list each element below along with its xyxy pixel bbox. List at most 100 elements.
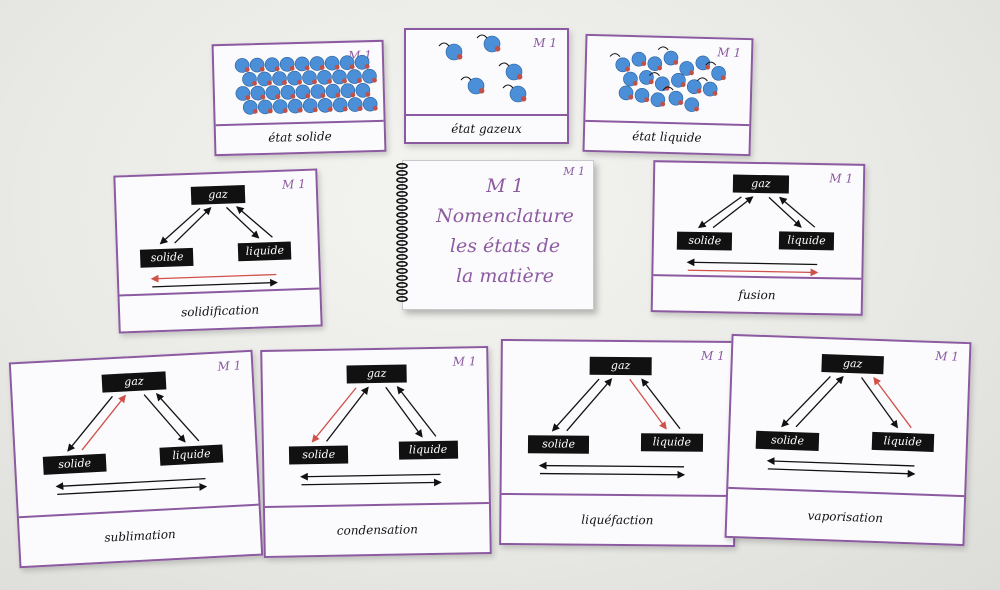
- particle-atom: [319, 65, 325, 71]
- particle-atom: [282, 80, 287, 86]
- arrow-liquid-to-gas: [396, 385, 437, 437]
- gas-label-box: gaz: [101, 371, 167, 393]
- arrow-solid-to-gas: [795, 375, 844, 428]
- particle-atom: [335, 92, 341, 98]
- solid-label-box: solide: [140, 247, 194, 268]
- particle-atom: [680, 82, 686, 88]
- particle-atom: [364, 63, 370, 69]
- spiral-coil: [396, 254, 408, 261]
- state-card-solid: M 1 état solide: [211, 39, 387, 157]
- motion-arrow: [705, 61, 717, 66]
- particle-atom: [456, 54, 463, 60]
- card-caption: liquéfaction: [581, 512, 654, 528]
- phase-diagram: [766, 375, 916, 478]
- arrow-gas-to-solid: [551, 378, 600, 432]
- particle-atom: [327, 78, 332, 84]
- arrow-gas-to-liquid: [768, 196, 802, 228]
- card-caption: état liquide: [632, 129, 702, 145]
- spiral-coil: [396, 176, 408, 183]
- spiral-coil: [396, 204, 408, 211]
- motion-arrow: [502, 84, 514, 89]
- particle-atom: [252, 80, 257, 86]
- arrow-solid-to-gas: [566, 378, 613, 432]
- particle-atom: [259, 66, 265, 72]
- arrow-liquid-to-solid: [150, 273, 277, 283]
- arrow-solid-to-gas: [81, 394, 126, 451]
- arrow-liquid-to-solid: [538, 461, 684, 470]
- particle-atom: [297, 107, 303, 113]
- spiral-coil: [396, 162, 408, 170]
- card-caption: fusion: [738, 287, 776, 303]
- card-caption: état gazeux: [451, 122, 522, 136]
- particle-atom: [641, 61, 647, 67]
- solid-particles-illustration: [234, 55, 378, 115]
- particle-atom: [252, 108, 258, 114]
- arrow-gas-to-solid: [311, 387, 357, 443]
- motion-arrow: [657, 46, 669, 51]
- particle-atom: [342, 78, 347, 84]
- particle-atom: [628, 94, 634, 100]
- particle-atom: [312, 107, 318, 113]
- gas-label-box: gaz: [589, 356, 652, 376]
- particle-atom: [673, 59, 679, 65]
- liquid-label-box: liquide: [778, 231, 835, 251]
- particle-atom: [297, 79, 302, 85]
- gas-label-box: gaz: [191, 184, 245, 205]
- spiral-coil: [396, 226, 408, 233]
- particle-atom: [267, 108, 273, 114]
- arrow-solid-to-liquid: [687, 268, 819, 277]
- particle-atom: [632, 80, 638, 86]
- motion-arrow: [460, 76, 472, 81]
- liquid-label-box: liquide: [398, 440, 458, 460]
- spiral-coil: [396, 261, 408, 268]
- particle-atom: [342, 106, 348, 112]
- particle-atom: [625, 66, 631, 72]
- arrow-solid-to-liquid: [539, 470, 686, 479]
- particle-atom: [365, 91, 371, 97]
- particle-atom: [657, 65, 663, 71]
- arrow-gas-to-solid: [67, 395, 113, 452]
- state-card-gas: M 1 état gazeux: [404, 28, 569, 144]
- phase-diagram: [55, 393, 208, 496]
- particle-atom: [705, 64, 711, 70]
- particle-atom: [244, 67, 250, 72]
- particle-atom: [694, 106, 699, 112]
- particle-atom: [304, 65, 310, 71]
- particle-atom: [282, 108, 288, 114]
- particle-atom: [267, 80, 272, 86]
- arrow-gas-to-solid: [781, 375, 831, 428]
- particle-atom: [357, 106, 363, 112]
- spiral-coil: [396, 296, 408, 303]
- arrow-solid-to-liquid: [152, 278, 278, 288]
- motion-arrow: [476, 34, 488, 39]
- liquid-label-box: liquide: [871, 431, 935, 452]
- arrow-liquid-to-gas: [236, 206, 273, 238]
- arrow-solid-to-gas: [712, 196, 754, 229]
- particle-atom: [327, 106, 333, 112]
- particle-atom: [678, 100, 684, 105]
- particle-atom: [720, 75, 726, 81]
- particle-atom: [334, 64, 340, 70]
- card-caption: solidification: [180, 302, 260, 319]
- arrow-solid-to-liquid: [57, 483, 208, 496]
- arrow-gas-to-solid: [698, 196, 742, 229]
- spiral-coil: [396, 211, 408, 218]
- arrow-liquid-to-gas: [641, 378, 681, 430]
- motion-arrow: [438, 42, 450, 47]
- spiral-coil: [396, 170, 408, 177]
- arrow-liquid-to-solid: [55, 477, 206, 490]
- spiral-coil: [396, 218, 408, 225]
- booklet-title-line: M 1: [486, 175, 524, 197]
- spiral-coil: [396, 282, 408, 289]
- spiral-coil: [396, 247, 408, 254]
- particle-atom: [245, 95, 251, 100]
- solid-label-box: solide: [756, 430, 820, 451]
- arrow-gas-to-liquid: [629, 378, 667, 430]
- phase-diagram: [538, 378, 686, 479]
- solid-label-box: solide: [527, 435, 590, 454]
- gas-label-box: gaz: [346, 364, 407, 384]
- card-caption: sublimation: [104, 527, 177, 545]
- particle-atom: [478, 88, 485, 94]
